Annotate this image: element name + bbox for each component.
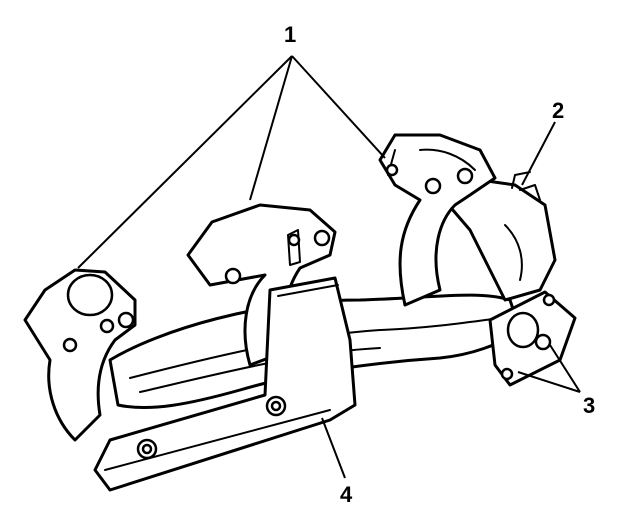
leader-1a xyxy=(77,55,293,269)
leader-2 xyxy=(521,121,556,186)
runner-right xyxy=(378,133,497,307)
leader-1b xyxy=(249,55,293,201)
callout-1: 1 xyxy=(284,22,296,47)
outlet-flange xyxy=(488,290,577,387)
callout-3: 3 xyxy=(583,393,595,418)
callout-4: 4 xyxy=(340,482,353,507)
heat-shield xyxy=(93,276,357,492)
leader-4 xyxy=(321,417,346,479)
callout-2: 2 xyxy=(552,98,564,123)
leader-3a xyxy=(517,371,581,393)
rear-port xyxy=(438,171,557,302)
runner-left xyxy=(23,268,137,442)
leader-lines xyxy=(77,55,581,479)
leader-3b xyxy=(549,344,581,393)
leader-1c xyxy=(291,55,386,159)
